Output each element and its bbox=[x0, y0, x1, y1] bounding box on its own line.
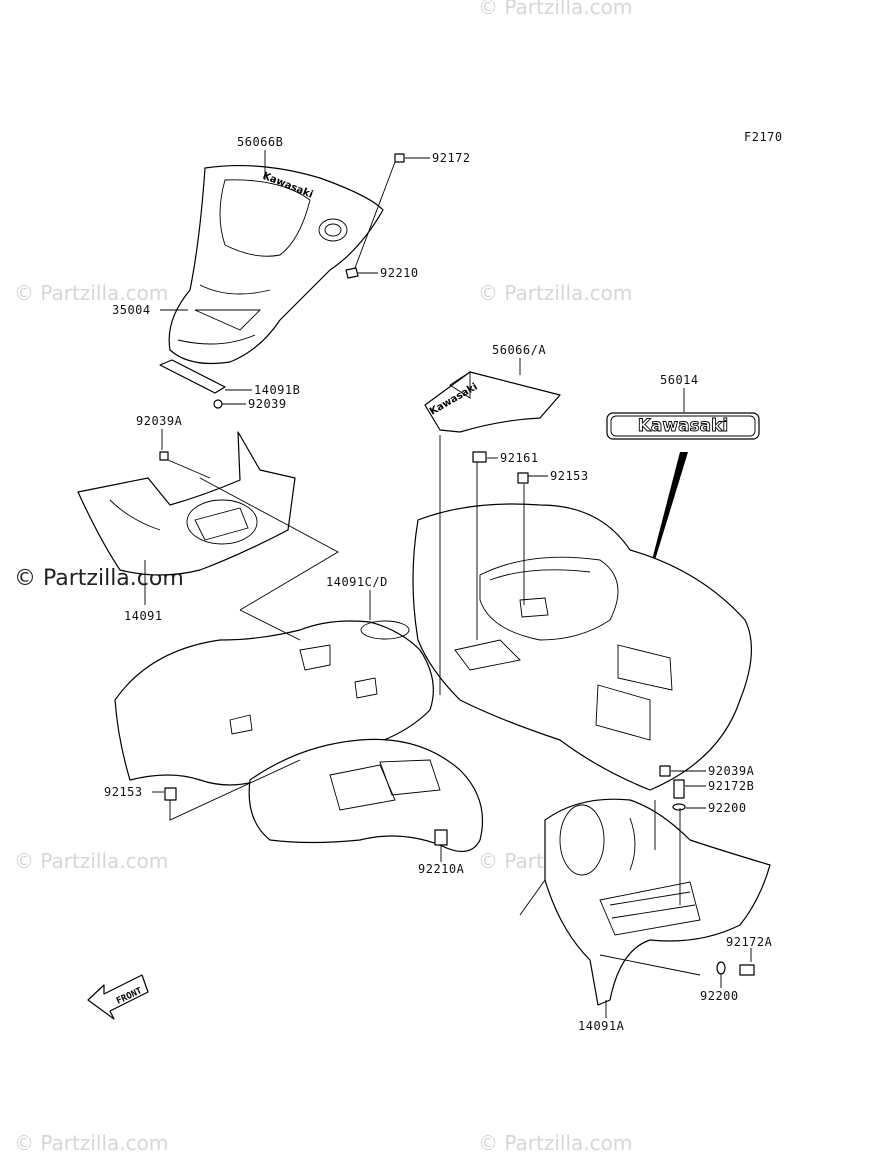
label-92210: 92210 bbox=[380, 266, 419, 280]
screw-92172-icon bbox=[394, 153, 405, 163]
watermark: © Partzilla.com bbox=[478, 281, 632, 305]
washer-92200-bottom-icon bbox=[716, 961, 726, 975]
side-cover-14091 bbox=[77, 431, 296, 576]
label-14091: 14091 bbox=[124, 609, 163, 623]
label-92153-top: 92153 bbox=[550, 469, 589, 483]
label-92210a: 92210A bbox=[418, 862, 465, 876]
label-56066b: 56066B bbox=[237, 135, 283, 149]
decal-logo-large: Kawasaki bbox=[638, 416, 729, 436]
bolt-92172b-icon bbox=[673, 779, 685, 799]
rear-fender-body bbox=[412, 503, 752, 791]
watermark: © Partzilla.com bbox=[14, 849, 168, 873]
watermark: © Partzilla.com bbox=[14, 1131, 168, 1155]
front-arrow-icon: FRONT bbox=[87, 974, 149, 1020]
clip-92210-icon bbox=[345, 267, 359, 279]
watermark: © Partzilla.com bbox=[14, 281, 168, 305]
label-14091cd: 14091C/D bbox=[326, 575, 388, 589]
label-35004: 35004 bbox=[112, 303, 151, 317]
decal-56014: Kawasaki bbox=[606, 412, 760, 560]
label-56014: 56014 bbox=[660, 373, 699, 387]
washer-92200-right-icon bbox=[672, 803, 686, 811]
front-cover-35004: Kawasaki bbox=[168, 164, 384, 365]
figure-code: F2170 bbox=[744, 130, 783, 144]
screw-92153-top-icon bbox=[517, 472, 529, 484]
fasteners bbox=[159, 153, 755, 976]
part-labels: 56066B 92172 92210 35004 14091B 92039 56… bbox=[104, 135, 773, 1033]
label-92172: 92172 bbox=[432, 151, 471, 165]
label-92172a: 92172A bbox=[726, 935, 773, 949]
label-92200-bottom: 92200 bbox=[700, 989, 739, 1003]
leader-lines bbox=[144, 150, 752, 1018]
clip-92210a-icon bbox=[434, 829, 448, 846]
label-14091b: 14091B bbox=[254, 383, 300, 397]
plate-14091b bbox=[159, 359, 226, 394]
rear-fender-lower bbox=[248, 738, 484, 852]
label-92039a-top: 92039A bbox=[136, 414, 183, 428]
screw-92153-left-icon bbox=[164, 787, 177, 801]
label-92039a-right: 92039A bbox=[708, 764, 755, 778]
label-92200-right: 92200 bbox=[708, 801, 747, 815]
bolt-92172a-icon bbox=[739, 964, 755, 976]
watermark: © Partzilla.com bbox=[478, 1131, 632, 1155]
label-92153-left: 92153 bbox=[104, 785, 143, 799]
bolt-92039a-right-icon bbox=[659, 765, 671, 777]
nut-92039-icon bbox=[213, 399, 223, 409]
label-14091a: 14091A bbox=[578, 1019, 625, 1033]
label-56066a: 56066/A bbox=[492, 343, 546, 357]
label-92161: 92161 bbox=[500, 451, 539, 465]
decal-56066a: Kawasaki bbox=[424, 371, 561, 433]
label-92172b: 92172B bbox=[708, 779, 754, 793]
label-92039: 92039 bbox=[248, 397, 287, 411]
bolt-92039a-top-icon bbox=[159, 451, 169, 461]
watermark: © Partzilla.com bbox=[478, 0, 632, 19]
footrest-14091a bbox=[544, 798, 771, 1006]
grommet-92161-icon bbox=[472, 451, 487, 463]
